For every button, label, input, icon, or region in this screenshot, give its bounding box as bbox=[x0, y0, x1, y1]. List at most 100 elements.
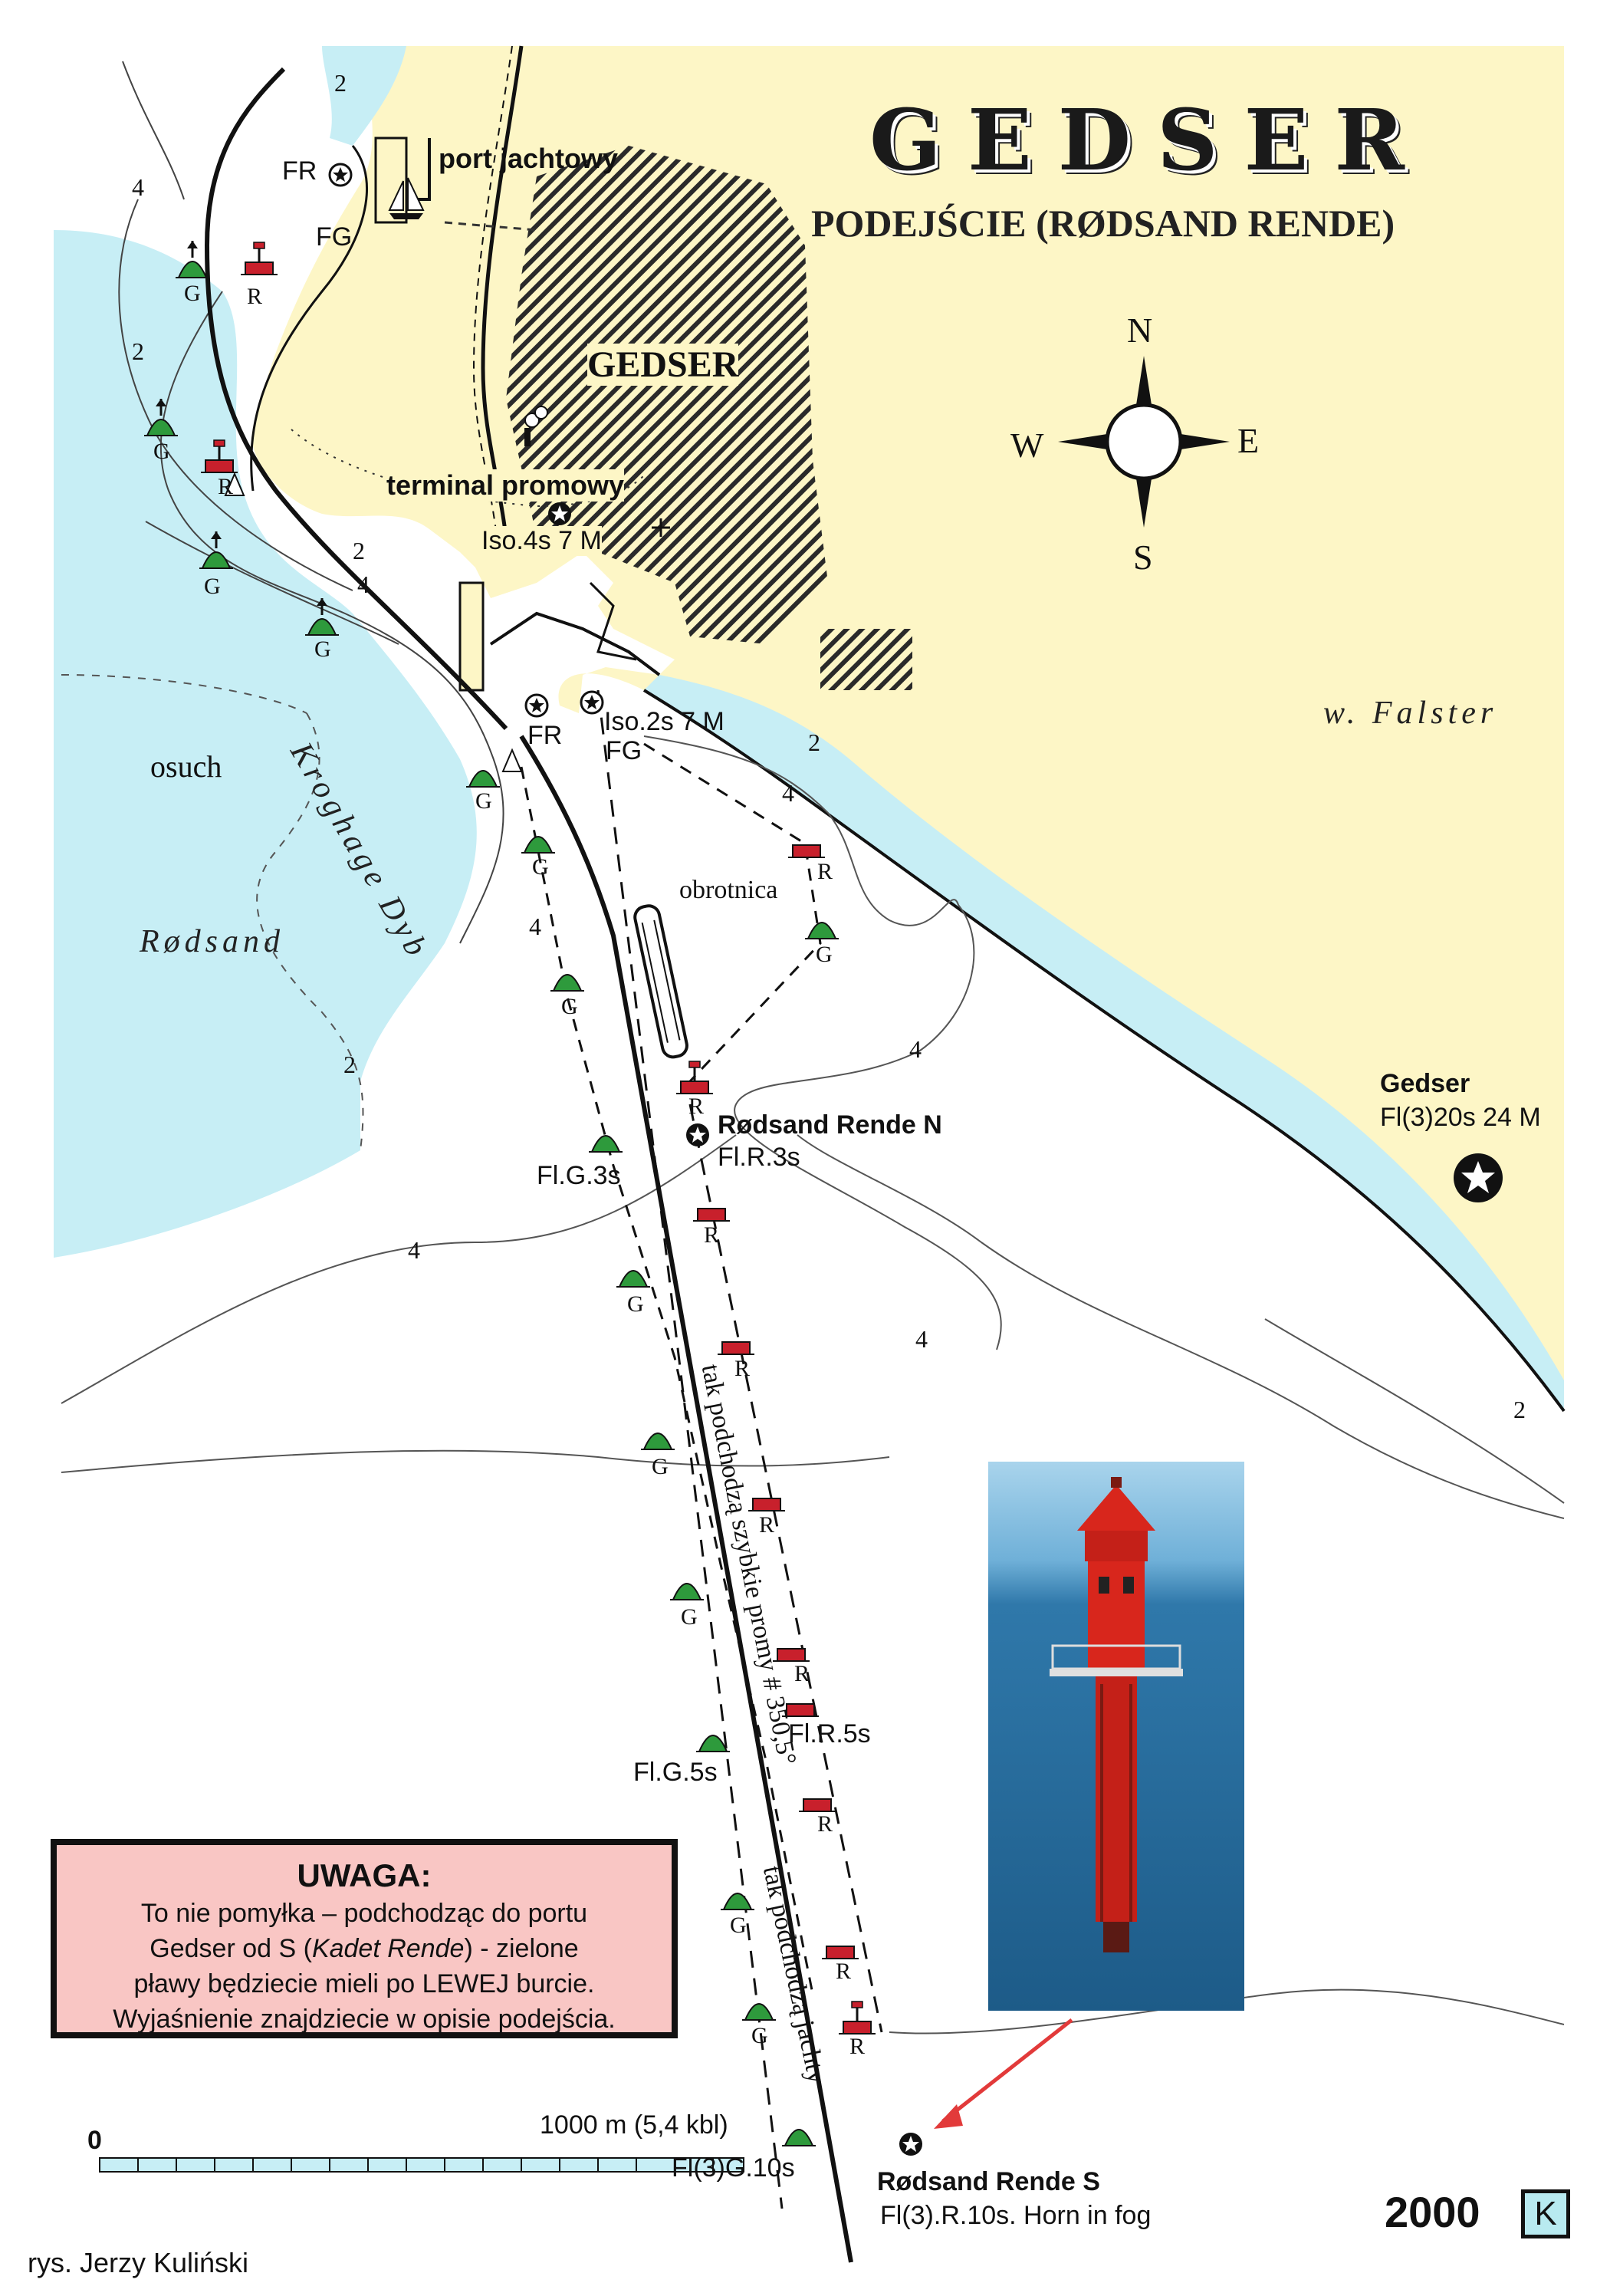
scale-zero: 0 bbox=[87, 2126, 102, 2155]
light-flg3-label: Fl.G.3s bbox=[537, 1161, 621, 1190]
light-gedser bbox=[1454, 1153, 1503, 1202]
light-terminal-label: Iso.4s 7 M bbox=[481, 526, 602, 556]
buoy-letter-g: G bbox=[184, 281, 201, 306]
label-ferry-terminal: terminal promowy bbox=[386, 469, 625, 502]
depth-2: 2 bbox=[808, 729, 820, 756]
buoy-letter-g: G bbox=[681, 1604, 698, 1630]
light-iso2 bbox=[580, 690, 604, 715]
buoy-letter-g: G bbox=[314, 636, 331, 662]
red-buoy bbox=[821, 1946, 859, 1959]
buoy-letter-r: R bbox=[688, 1094, 705, 1119]
red-buoy bbox=[798, 1798, 836, 1812]
warning-line-1: To nie pomyłka – podchodząc do portu bbox=[140, 1899, 588, 1928]
label-turning-area: obrotnica bbox=[679, 876, 778, 904]
buoy-letter-g: G bbox=[652, 1454, 669, 1479]
buoy-letter-g: G bbox=[751, 2023, 768, 2048]
light-rende-n bbox=[686, 1123, 709, 1146]
warning-line-4: Wyjaśnienie znajdziecie w opisie podejśc… bbox=[113, 2005, 616, 2034]
depth-4: 4 bbox=[357, 571, 370, 598]
green-buoy bbox=[781, 2129, 816, 2146]
buoy-letter-r: R bbox=[836, 1959, 852, 1984]
compass-w: W bbox=[1010, 426, 1044, 465]
yacht-icon bbox=[388, 177, 425, 219]
lighthouse-photo bbox=[988, 1462, 1244, 2011]
scale-bar bbox=[99, 2157, 744, 2173]
author-credit: rys. Jerzy Kuliński bbox=[28, 2247, 249, 2278]
year-label: 2000 bbox=[1385, 2188, 1480, 2236]
depth-4: 4 bbox=[408, 1236, 420, 1264]
buoy-letter-r: R bbox=[218, 474, 234, 499]
light-fr-pier-label: FR bbox=[527, 721, 563, 750]
light-rende-n-name: Rødsand Rende N bbox=[718, 1110, 942, 1140]
buoy-letter-r: R bbox=[849, 2034, 866, 2059]
green-buoy bbox=[521, 836, 556, 854]
light-fr-north bbox=[328, 163, 353, 187]
gedser-town-hatch bbox=[506, 146, 828, 644]
red-buoy bbox=[239, 241, 279, 276]
label-shoal: osuch bbox=[150, 749, 222, 784]
depth-4: 4 bbox=[782, 779, 794, 807]
buoy-letter-r: R bbox=[817, 1811, 833, 1837]
light-flr5-label: Fl.R.5s bbox=[788, 1719, 871, 1748]
church-icon bbox=[652, 518, 670, 537]
green-buoy bbox=[640, 1433, 675, 1450]
main-fairway-line bbox=[519, 735, 853, 2263]
buoy-letter-g: G bbox=[561, 994, 578, 1019]
compass-e: E bbox=[1237, 421, 1260, 460]
depth-4: 4 bbox=[132, 173, 144, 201]
light-rende-n-char: Fl.R.3s bbox=[718, 1143, 800, 1172]
depth-4: 4 bbox=[529, 913, 541, 940]
buoy-letter-g: G bbox=[627, 1291, 644, 1317]
depth-2: 2 bbox=[343, 1051, 356, 1078]
compass-n: N bbox=[1127, 311, 1153, 350]
buoy-letter-g: G bbox=[532, 854, 549, 880]
light-gedser-char: Fl(3)20s 24 M bbox=[1380, 1103, 1541, 1132]
light-rende-s-name: Rødsand Rende S bbox=[877, 2167, 1100, 2196]
red-buoy bbox=[717, 1341, 755, 1355]
green-buoy bbox=[741, 2003, 777, 2021]
rodsand-shallows bbox=[54, 230, 477, 1258]
light-fg-pier-label: FG bbox=[606, 736, 642, 765]
buoy-letter-g: G bbox=[816, 942, 833, 967]
buoy-letter-g: G bbox=[475, 788, 492, 814]
buoy-letter-r: R bbox=[734, 1356, 751, 1381]
red-buoy bbox=[837, 2000, 877, 2035]
pointer-arrow bbox=[941, 2018, 1073, 2123]
k-badge: K bbox=[1521, 2189, 1570, 2238]
red-buoy bbox=[748, 1498, 786, 1511]
beacon-icon bbox=[501, 748, 523, 772]
compass-s: S bbox=[1133, 538, 1153, 577]
light-rende-s-char: Fl(3).R.10s. Horn in fog bbox=[880, 2201, 1152, 2230]
depth-2: 2 bbox=[353, 537, 365, 564]
green-buoy bbox=[804, 922, 840, 939]
depth-4: 4 bbox=[909, 1035, 922, 1063]
warning-line-3: pławy będziecie mieli po LEWEJ burcie. bbox=[133, 1969, 595, 1998]
buoy-letter-r: R bbox=[794, 1661, 810, 1686]
ferry-icon bbox=[633, 904, 688, 1059]
light-fg-top-label: FG bbox=[316, 222, 353, 252]
buoy-letter-r: R bbox=[704, 1222, 720, 1248]
label-town: GEDSER bbox=[587, 344, 739, 386]
buoy-letter-g: G bbox=[204, 574, 221, 599]
warning-title: UWAGA: bbox=[297, 1857, 432, 1893]
green-buoy bbox=[465, 770, 501, 788]
light-iso2-label: Iso.2s 7 M bbox=[604, 707, 724, 736]
scale-label: 1000 m (5,4 kbl) bbox=[540, 2110, 728, 2140]
depth-2: 2 bbox=[132, 337, 144, 365]
red-buoy bbox=[675, 1060, 715, 1095]
page-subtitle: PODEJŚCIE (RØDSAND RENDE) bbox=[811, 202, 1395, 245]
buoy-letter-g: G bbox=[153, 439, 170, 464]
green-buoy bbox=[669, 1583, 705, 1600]
light-rende-s bbox=[899, 2133, 922, 2156]
label-harbour: port jachtowy bbox=[439, 143, 619, 174]
depth-2: 2 bbox=[334, 69, 347, 97]
light-flg5-label: Fl.G.5s bbox=[633, 1758, 718, 1787]
buoy-letter-r: R bbox=[759, 1512, 775, 1538]
light-terminal bbox=[548, 502, 571, 525]
green-buoy bbox=[550, 974, 585, 992]
green-buoy bbox=[174, 239, 211, 279]
green-buoy bbox=[616, 1270, 651, 1288]
label-sand: Rødsand bbox=[140, 924, 284, 959]
north-shallows bbox=[322, 46, 406, 146]
